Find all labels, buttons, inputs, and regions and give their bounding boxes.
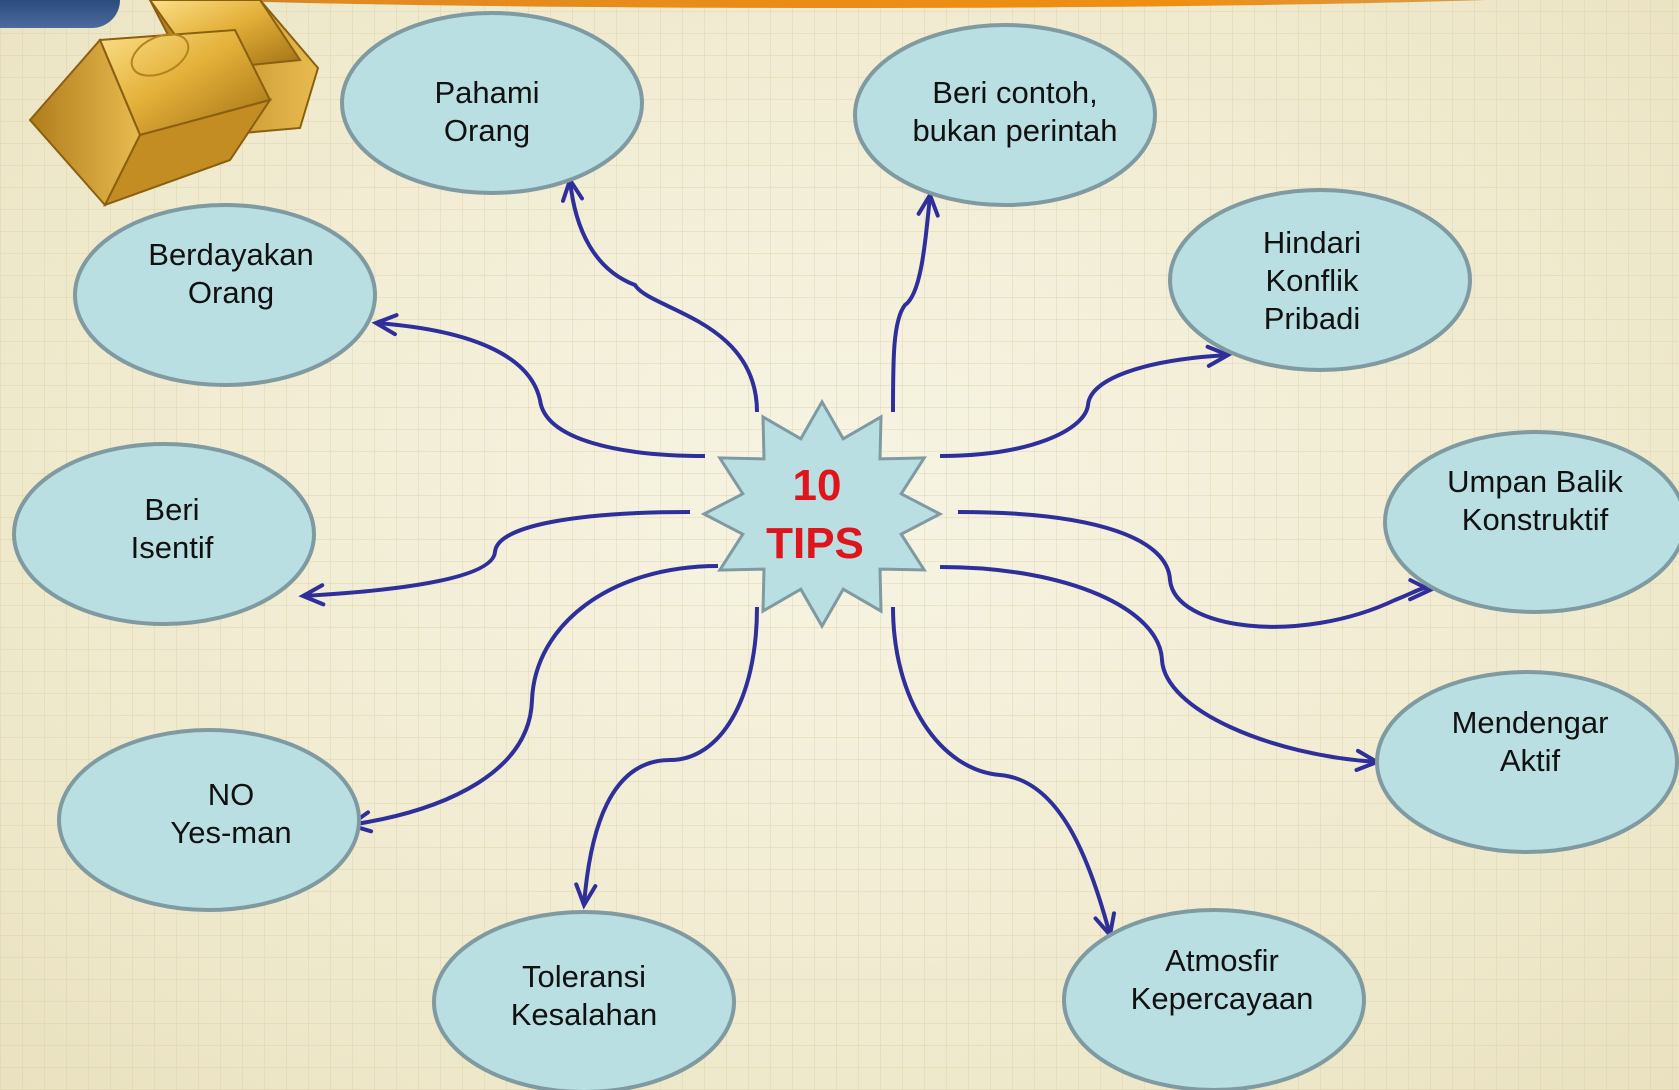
node-label-line: Yes-man	[170, 815, 291, 850]
node-label-line: Atmosfir	[1165, 943, 1279, 978]
center-label: TIPS	[766, 519, 864, 568]
arrow-to-beri-isentif	[302, 510, 691, 598]
node-label-line: Berdayakan	[148, 237, 313, 272]
arrow-to-atmosfir-kepercayaan	[891, 606, 1112, 936]
node-label-line: bukan perintah	[912, 113, 1117, 148]
node-label-line: Beri	[144, 492, 199, 527]
node-label-line: Toleransi	[522, 959, 646, 994]
arrow-to-hindari-konflik	[939, 353, 1229, 458]
globe-decoration	[0, 0, 120, 28]
node-label-line: Konstruktif	[1462, 502, 1609, 537]
arrowhead-beri-isentif	[298, 583, 326, 607]
arrowhead-toleransi-kesalahan	[574, 882, 598, 910]
arrowhead-hindari-konflik	[1205, 344, 1233, 368]
center-starburst: 10 TIPS	[700, 398, 944, 630]
top-decorative-band	[0, 0, 1679, 8]
node-ellipse	[12, 442, 316, 626]
node-ellipse	[73, 203, 377, 387]
node-ellipse	[853, 23, 1157, 207]
node-label-line: Isentif	[131, 530, 214, 565]
arrow-to-beri-contoh	[891, 194, 932, 413]
node-beri-contoh: Beri contoh,bukan perintah	[853, 23, 1157, 207]
node-ellipse	[57, 728, 361, 912]
arrows-layer	[298, 175, 1435, 940]
node-ellipse	[1375, 670, 1679, 854]
node-ellipse	[340, 11, 644, 195]
node-ellipse	[432, 910, 736, 1090]
starburst-shape	[700, 398, 944, 630]
node-label-line: Orang	[188, 275, 274, 310]
arrow-to-pahami-orang	[568, 179, 759, 413]
arrow-to-no-yes-man	[349, 564, 719, 827]
node-label-line: Beri contoh,	[932, 75, 1097, 110]
node-label-line: Konflik	[1265, 263, 1359, 298]
node-label-line: Umpan Balik	[1447, 464, 1623, 499]
node-label-line: Kepercayaan	[1131, 981, 1314, 1016]
node-ellipse	[1062, 908, 1366, 1090]
arrowhead-berdayakan-orang	[371, 313, 399, 337]
node-label-line: Kesalahan	[511, 997, 658, 1032]
node-label-line: Pribadi	[1264, 301, 1361, 336]
gold-bar-icon	[28, 0, 320, 207]
node-label-line: Aktif	[1500, 743, 1561, 778]
arrow-to-umpan-balik	[957, 510, 1432, 629]
arrow-to-mendengar-aktif	[939, 565, 1378, 764]
node-ellipse	[1168, 188, 1472, 372]
node-label-line: Pahami	[434, 75, 539, 110]
arrow-to-berdayakan-orang	[375, 321, 706, 458]
center-number: 10	[793, 461, 842, 510]
node-label-line: Hindari	[1263, 225, 1361, 260]
node-label-line: Orang	[444, 113, 530, 148]
node-label-line: NO	[208, 777, 255, 812]
arrowhead-umpan-balik	[1408, 578, 1435, 602]
node-label-line: Mendengar	[1452, 705, 1609, 740]
node-ellipse	[1383, 430, 1679, 614]
arrow-to-toleransi-kesalahan	[582, 606, 759, 906]
